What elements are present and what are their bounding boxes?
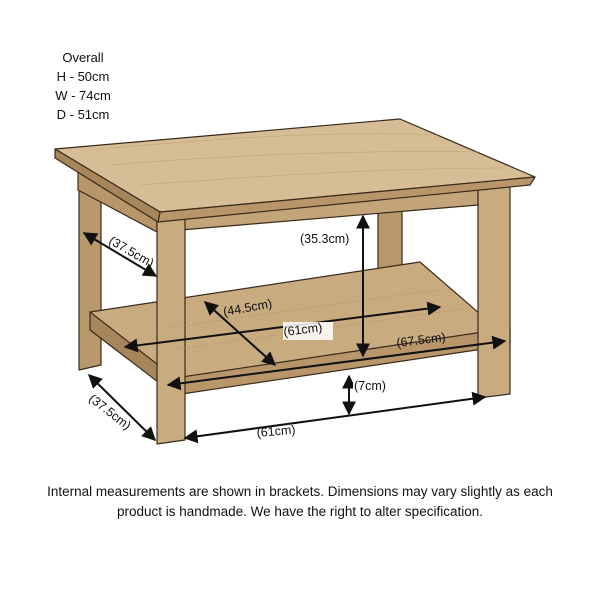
table-illustration [54, 118, 536, 445]
label-shelf-height: (35.3cm) [300, 232, 349, 246]
overall-width: W - 74cm [55, 88, 111, 103]
footer-line-1: Internal measurements are shown in brack… [47, 484, 553, 499]
front-right-leg [477, 182, 511, 399]
label-shelf-length: (67.5cm) [396, 330, 447, 350]
dimension-lines [82, 214, 507, 444]
overall-dimensions: Overall H - 50cm W - 74cm D - 51cm [48, 48, 118, 124]
dim-line-shelf-length [166, 335, 507, 391]
footer-line-2: product is handmade. We have the right t… [117, 504, 483, 519]
front-left-leg [156, 208, 186, 445]
overall-height: H - 50cm [56, 69, 110, 84]
table-top-side-edge [54, 148, 161, 223]
overall-heading: Overall [62, 50, 104, 65]
dim-line-leg-span [183, 391, 487, 444]
dim-line-leg-depth-external [88, 374, 156, 441]
label-ground-clearance: (7cm) [354, 379, 386, 393]
dim-line-leg-depth-internal [82, 232, 158, 277]
label-shelf-width: (61cm) [283, 320, 323, 339]
footer-note: Internal measurements are shown in brack… [10, 482, 590, 522]
label-leg-span: (61cm) [256, 423, 296, 440]
overall-depth: D - 51cm [56, 107, 110, 122]
coffee-table-diagram: (37.5cm) (35.3cm) (44.5cm) (61cm) (67.5c… [54, 118, 536, 445]
